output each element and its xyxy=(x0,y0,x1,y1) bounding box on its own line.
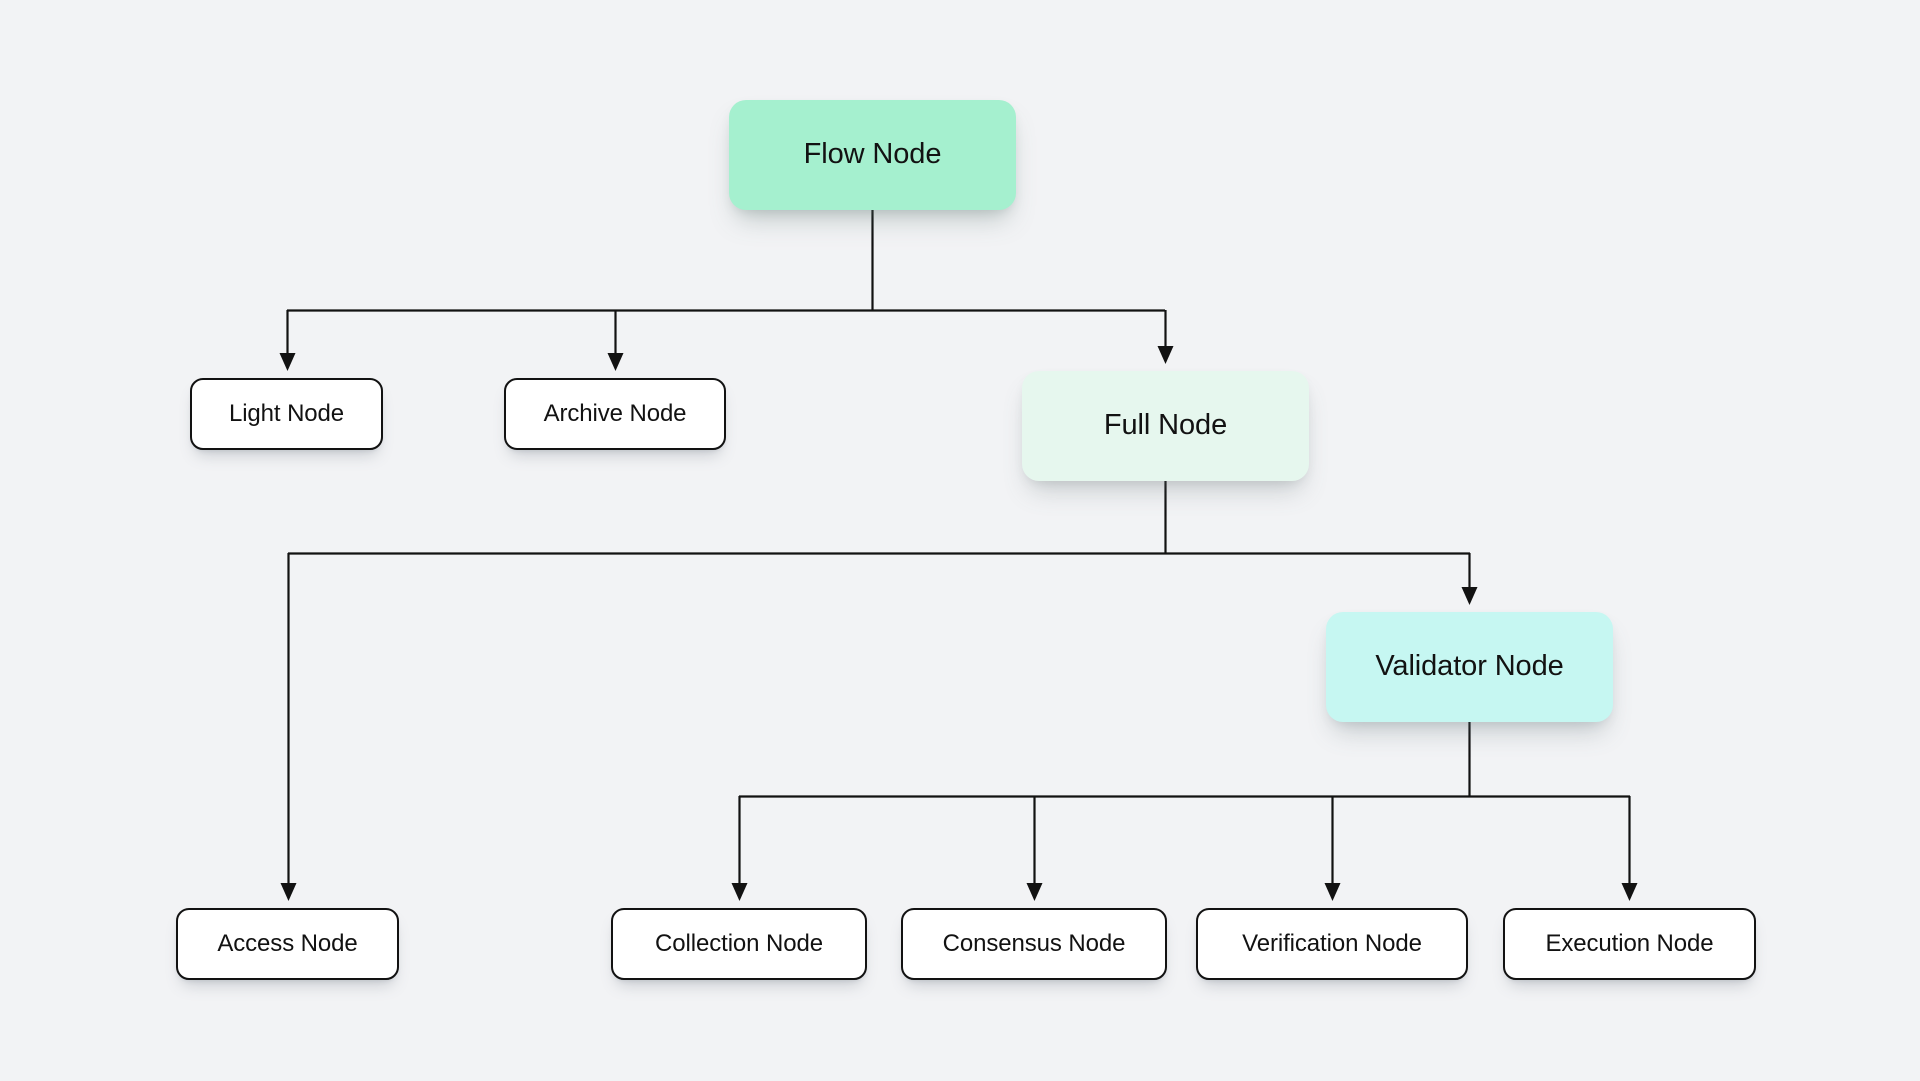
node-archive-node[interactable]: Archive Node xyxy=(504,378,726,450)
node-access-node-label: Access Node xyxy=(217,929,358,957)
node-full-node-label: Full Node xyxy=(1103,409,1228,442)
node-verification-node[interactable]: Verification Node xyxy=(1196,908,1468,980)
node-full-node[interactable]: Full Node xyxy=(1022,371,1309,481)
node-validator-node-label: Validator Node xyxy=(1375,650,1564,683)
arrowhead-consensus-node xyxy=(1026,883,1043,901)
arrowhead-light-node xyxy=(279,353,296,371)
node-flow-node[interactable]: Flow Node xyxy=(729,100,1016,210)
node-validator-node[interactable]: Validator Node xyxy=(1326,612,1613,722)
node-execution-node-label: Execution Node xyxy=(1545,929,1714,957)
node-light-node-label: Light Node xyxy=(228,399,345,427)
arrowhead-execution-node xyxy=(1621,883,1638,901)
node-collection-node[interactable]: Collection Node xyxy=(611,908,867,980)
arrowhead-access-node xyxy=(280,883,297,901)
node-consensus-node[interactable]: Consensus Node xyxy=(901,908,1167,980)
node-verification-node-label: Verification Node xyxy=(1242,929,1422,957)
node-consensus-node-label: Consensus Node xyxy=(942,929,1126,957)
node-execution-node[interactable]: Execution Node xyxy=(1503,908,1756,980)
arrowhead-full-node xyxy=(1157,346,1174,364)
node-collection-node-label: Collection Node xyxy=(655,929,823,957)
node-flow-node-label: Flow Node xyxy=(803,138,942,171)
arrowhead-archive-node xyxy=(607,353,624,371)
arrowhead-validator-node xyxy=(1461,587,1478,605)
node-light-node[interactable]: Light Node xyxy=(190,378,383,450)
node-access-node[interactable]: Access Node xyxy=(176,908,399,980)
arrowhead-verification-node xyxy=(1324,883,1341,901)
node-archive-node-label: Archive Node xyxy=(543,399,687,427)
arrowhead-collection-node xyxy=(731,883,748,901)
